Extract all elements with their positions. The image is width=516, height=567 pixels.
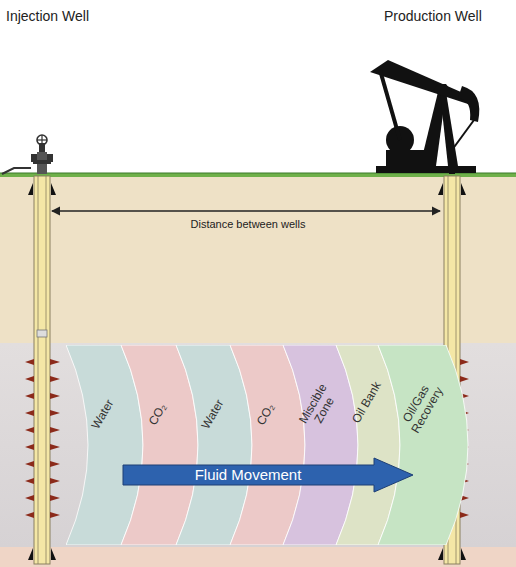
well-label: Injection Well [6, 8, 89, 24]
pump-jack [370, 60, 479, 174]
bedrock-layer [0, 547, 516, 567]
dimension-arrow [52, 210, 440, 211]
fluid-zone-band: Oil/Gas Recovery [378, 345, 470, 545]
well-label: Production Well [384, 8, 482, 24]
ground-surface [0, 173, 516, 177]
arrow-label: Fluid Movement [195, 467, 302, 484]
injection-well [2, 135, 56, 564]
ground-layer [0, 176, 516, 343]
flow-arrow: Fluid Movement [122, 457, 414, 493]
reservoir-layer [0, 343, 516, 547]
dimension-label: Distance between wells [191, 218, 306, 230]
band-shape [378, 345, 470, 545]
